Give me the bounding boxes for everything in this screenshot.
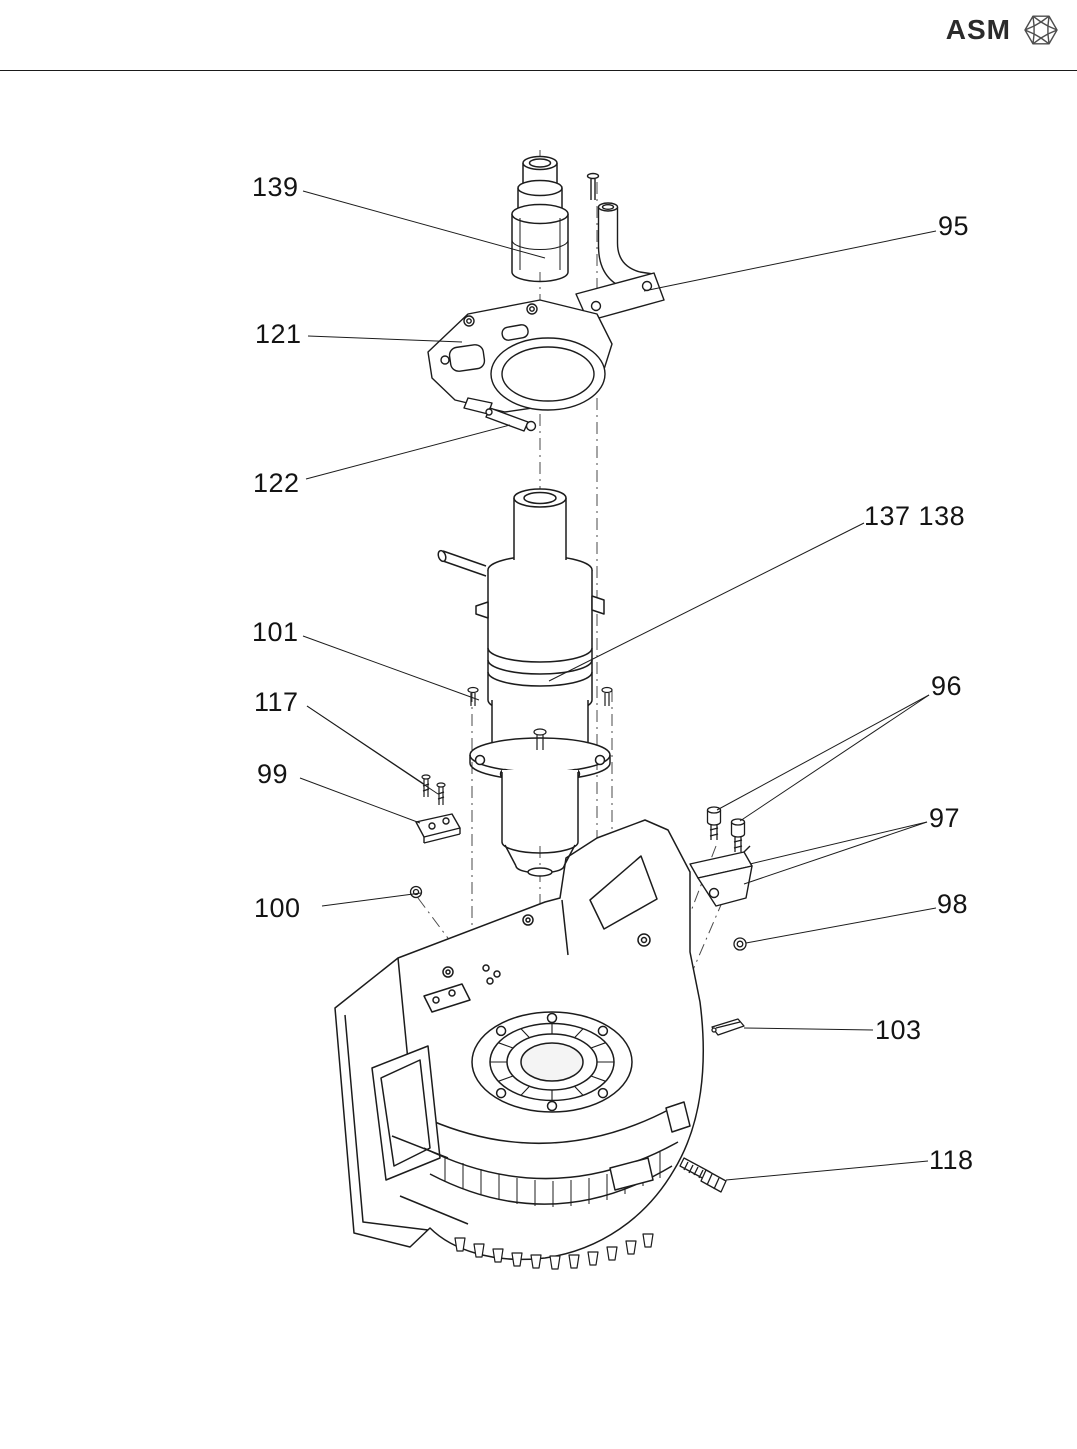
header-divider bbox=[0, 70, 1077, 71]
leader-97a bbox=[749, 821, 928, 865]
part-117-screws-drawing bbox=[421, 774, 446, 805]
callout-101: 101 bbox=[252, 617, 299, 647]
leader-121 bbox=[307, 335, 463, 343]
callout-99: 99 bbox=[257, 759, 289, 789]
leader-95 bbox=[643, 230, 937, 292]
callout-117: 117 bbox=[254, 687, 299, 717]
leader-101 bbox=[302, 635, 480, 701]
callout-98: 98 bbox=[937, 889, 969, 919]
base-housing-drawing bbox=[334, 819, 704, 1270]
callout-137-138: 137 138 bbox=[864, 501, 966, 531]
leader-137-138 bbox=[548, 522, 865, 682]
callout-95: 95 bbox=[938, 211, 970, 241]
part-97-bracket-drawing bbox=[689, 845, 753, 907]
part-122-pin-drawing bbox=[485, 407, 537, 432]
callout-100: 100 bbox=[254, 893, 301, 923]
leader-98 bbox=[745, 907, 937, 944]
leader-122 bbox=[305, 424, 511, 480]
part-96-screws-drawing bbox=[706, 806, 746, 852]
callout-121: 121 bbox=[255, 319, 302, 349]
part-99-block-drawing bbox=[415, 813, 461, 844]
part-121-plate-drawing bbox=[427, 299, 613, 415]
leader-lines bbox=[299, 190, 937, 1181]
asm-geodesic-hex-icon bbox=[1024, 15, 1058, 45]
callout-122: 122 bbox=[253, 468, 300, 498]
part-137-138-motor-drawing bbox=[437, 488, 613, 877]
part-139-drawing bbox=[511, 155, 569, 283]
leader-99 bbox=[299, 777, 421, 824]
asm-logo-text: ASM bbox=[945, 14, 1011, 45]
part-100-washer-drawing bbox=[409, 885, 423, 899]
asm-logo: ASM bbox=[946, 10, 1061, 50]
leader-103 bbox=[743, 1027, 874, 1031]
leader-96a bbox=[716, 694, 930, 811]
callout-97: 97 bbox=[929, 803, 961, 833]
leader-118 bbox=[725, 1160, 929, 1181]
part-103-pin-drawing bbox=[711, 1018, 745, 1036]
leader-139 bbox=[302, 190, 546, 259]
leader-100 bbox=[321, 892, 422, 907]
callout-139: 139 bbox=[252, 172, 299, 202]
part-98-washer-drawing bbox=[733, 937, 747, 951]
leader-117b bbox=[306, 705, 439, 795]
callout-96: 96 bbox=[931, 671, 963, 701]
callout-103: 103 bbox=[875, 1015, 922, 1045]
part-95-elbow-drawing bbox=[575, 172, 665, 322]
part-118-screw-drawing bbox=[679, 1157, 727, 1193]
leader-97b bbox=[743, 821, 928, 885]
callout-118: 118 bbox=[929, 1145, 974, 1175]
leader-96b bbox=[739, 694, 930, 822]
